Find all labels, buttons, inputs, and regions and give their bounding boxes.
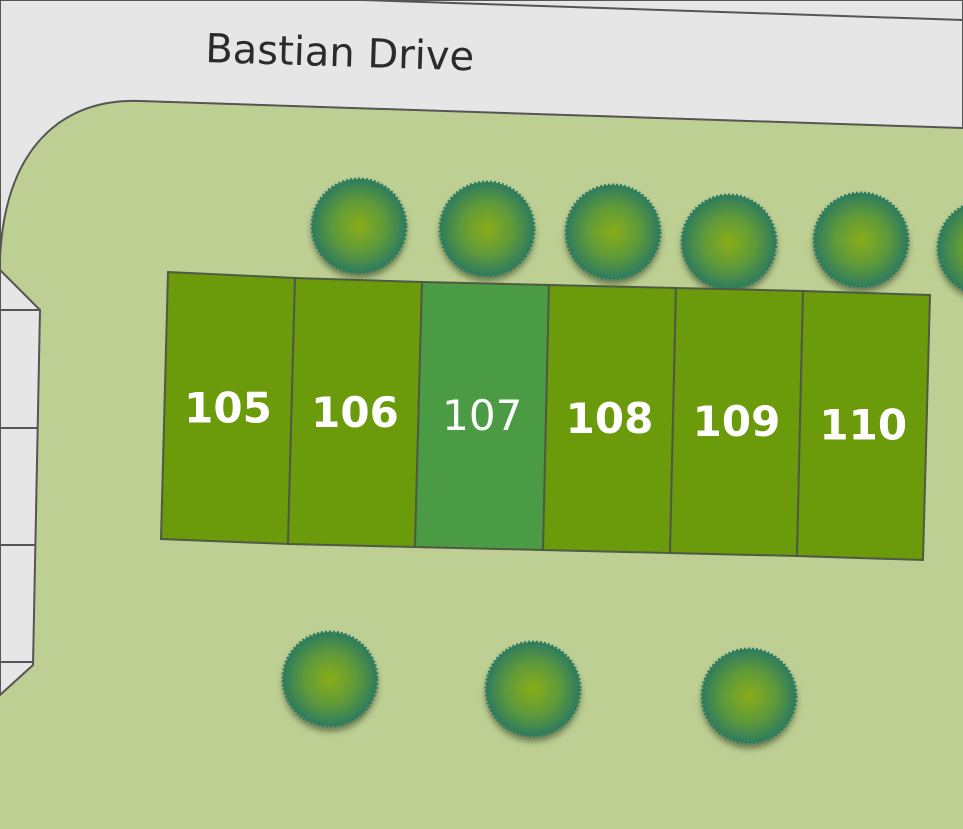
road (0, 0, 963, 696)
street-name-label: Bastian Drive (205, 26, 475, 80)
tree-icon (680, 193, 778, 291)
tree-icon (936, 204, 963, 292)
lot-107[interactable] (413, 280, 551, 552)
tree-icon (281, 630, 379, 728)
tree-icon (700, 647, 798, 745)
lot-106[interactable] (286, 276, 424, 549)
tree-row-top (310, 177, 963, 292)
tree-icon (484, 640, 582, 738)
tree-icon (438, 180, 536, 278)
tree-icon (564, 183, 662, 281)
tree-icon (812, 191, 910, 289)
lot-108[interactable] (541, 283, 678, 555)
road-edge-line (362, 0, 963, 21)
tree-icon (310, 177, 408, 275)
lot-109[interactable] (668, 286, 805, 558)
lot-105[interactable] (159, 270, 297, 546)
tree-row-bottom (281, 630, 798, 745)
lot-110[interactable] (795, 289, 932, 562)
